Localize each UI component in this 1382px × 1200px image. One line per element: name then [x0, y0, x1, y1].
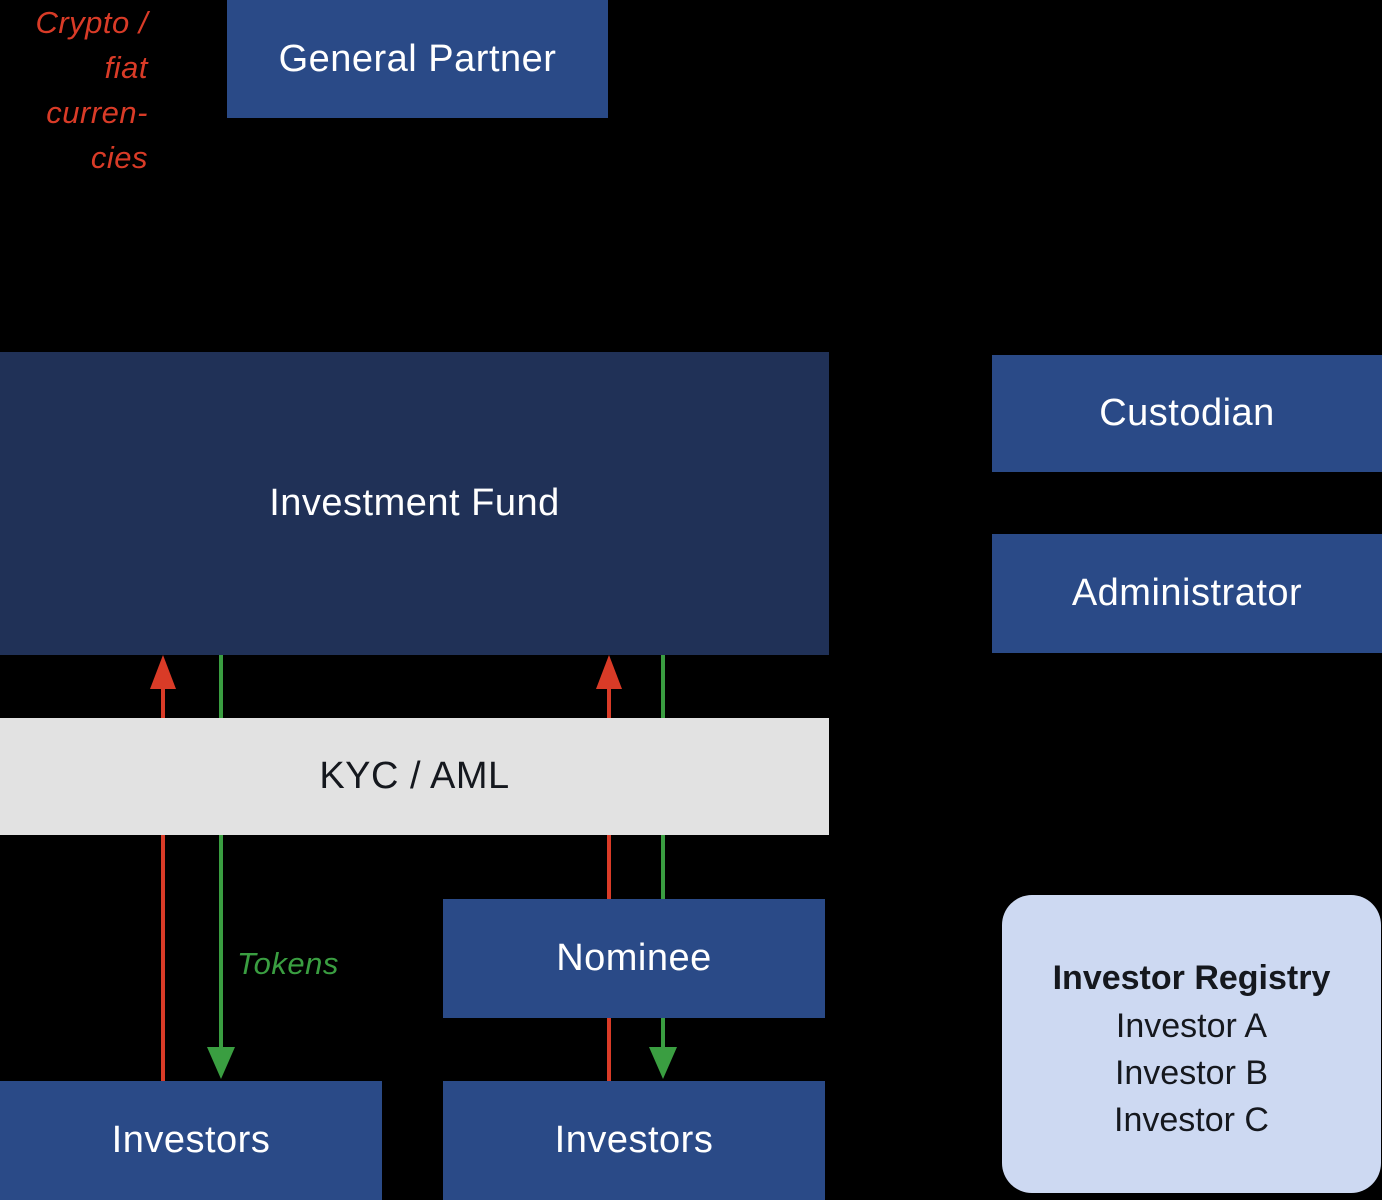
- investors-right-box: Investors: [443, 1081, 825, 1200]
- fund-to-administrator-connector: [818, 590, 1000, 593]
- green-flow-mid-lower: [661, 1018, 665, 1049]
- green-arrowhead-mid-icon: [649, 1047, 677, 1079]
- fund-to-custodian-connector: [818, 410, 1000, 413]
- green-flow-left-lower: [219, 835, 223, 1048]
- investment-fund-box: Investment Fund: [0, 352, 829, 655]
- green-flow-left-upper: [219, 655, 223, 718]
- red-arrowhead-mid-icon: [596, 655, 622, 689]
- red-flow-mid-upper: [607, 687, 611, 718]
- investors-left-box: Investors: [0, 1081, 382, 1200]
- investor-registry-entry-b: Investor B: [1114, 1054, 1269, 1092]
- custodian-box: Custodian: [992, 355, 1382, 472]
- green-flow-mid-upper: [661, 655, 665, 718]
- red-flow-mid-lower: [607, 1018, 611, 1081]
- investors-left-label: Investors: [111, 1119, 271, 1161]
- nominee-box: Nominee: [443, 899, 825, 1018]
- red-flow-mid-between-kyc-nominee: [607, 835, 611, 899]
- investor-registry-entry-c: Investor C: [1114, 1101, 1269, 1139]
- red-flow-left-upper: [161, 687, 165, 718]
- crypto-fiat-currencies-label: Crypto / fiat curren- cies: [0, 0, 148, 180]
- custodian-label: Custodian: [1099, 392, 1275, 434]
- investor-registry-entry-a: Investor A: [1115, 1007, 1268, 1045]
- investment-fund-label: Investment Fund: [269, 482, 560, 524]
- administrator-to-registry-connector: [1187, 654, 1190, 892]
- administrator-label: Administrator: [1071, 572, 1303, 614]
- nominee-label: Nominee: [556, 937, 712, 979]
- green-arrowhead-left-icon: [207, 1047, 235, 1079]
- kyc-aml-box: KYC / AML: [0, 718, 829, 835]
- investors-right-label: Investors: [554, 1119, 714, 1161]
- red-flow-left-lower: [161, 835, 165, 1081]
- crypto-label-line2: fiat curren-: [46, 50, 148, 130]
- tokens-label: Tokens: [237, 946, 339, 981]
- red-arrowhead-left-icon: [150, 655, 176, 689]
- crypto-label-line1: Crypto /: [35, 5, 148, 40]
- green-flow-mid-between-kyc-nominee: [661, 835, 665, 899]
- crypto-label-line3: cies: [90, 140, 148, 175]
- kyc-aml-label: KYC / AML: [319, 755, 510, 797]
- investor-registry-title: Investor Registry: [1052, 959, 1331, 997]
- general-partner-box: General Partner: [227, 0, 608, 118]
- general-partner-label: General Partner: [278, 37, 557, 80]
- administrator-box: Administrator: [992, 534, 1382, 653]
- investor-registry-box: Investor Registry Investor A Investor B …: [1002, 895, 1381, 1193]
- gp-to-fund-connector: [412, 118, 415, 378]
